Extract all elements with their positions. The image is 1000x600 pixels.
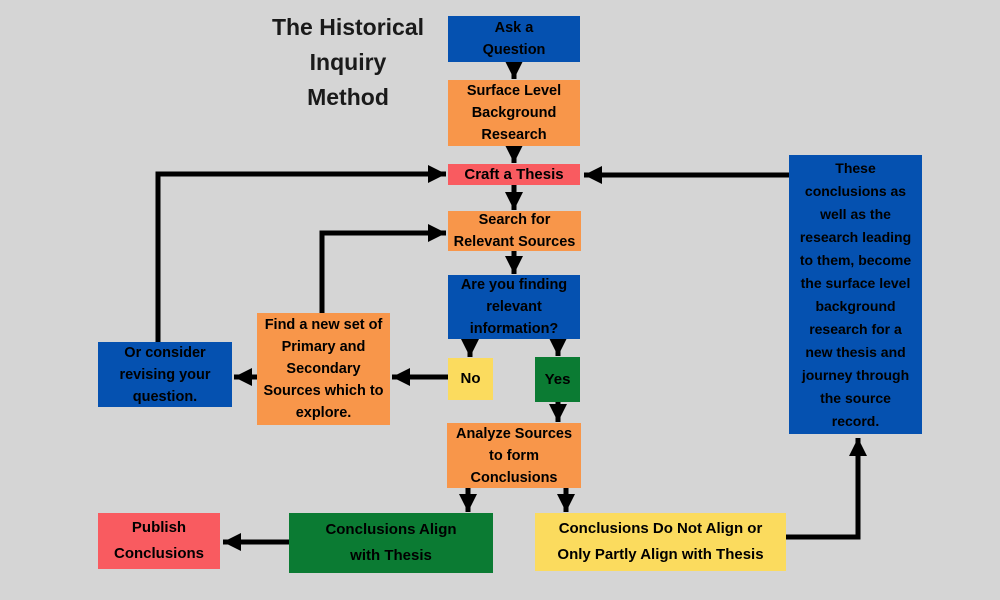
flow-node-yes: Yes: [535, 357, 580, 402]
flow-node-finding-info: Are you finding relevant information?: [448, 275, 580, 339]
arrow-findnew-to-search: [319, 224, 446, 314]
flow-node-conclusions-not-align: Conclusions Do Not Align or Only Partly …: [535, 513, 786, 571]
flow-node-ask-question: Ask a Question: [448, 16, 580, 62]
flow-node-no: No: [448, 358, 493, 400]
arrow-notalign-to-loopnote: [786, 438, 867, 540]
flow-node-publish-conclusions: Publish Conclusions: [98, 513, 220, 569]
flow-node-loop-note: These conclusions as well as the researc…: [789, 155, 922, 434]
flow-node-analyze-sources: Analyze Sources to form Conclusions: [447, 423, 581, 488]
flow-node-search-sources: Search for Relevant Sources: [448, 211, 581, 251]
flow-node-revise-question: Or consider revising your question.: [98, 342, 232, 407]
arrow-revise-to-craft: [155, 165, 446, 343]
flow-node-find-new-sources: Find a new set of Primary and Secondary …: [257, 313, 390, 425]
flow-node-surface-research: Surface Level Background Research: [448, 80, 580, 146]
flow-node-craft-thesis: Craft a Thesis: [448, 164, 580, 185]
page-title: The Historical Inquiry Method: [271, 14, 425, 110]
flow-node-conclusions-align: Conclusions Align with Thesis: [289, 513, 493, 573]
